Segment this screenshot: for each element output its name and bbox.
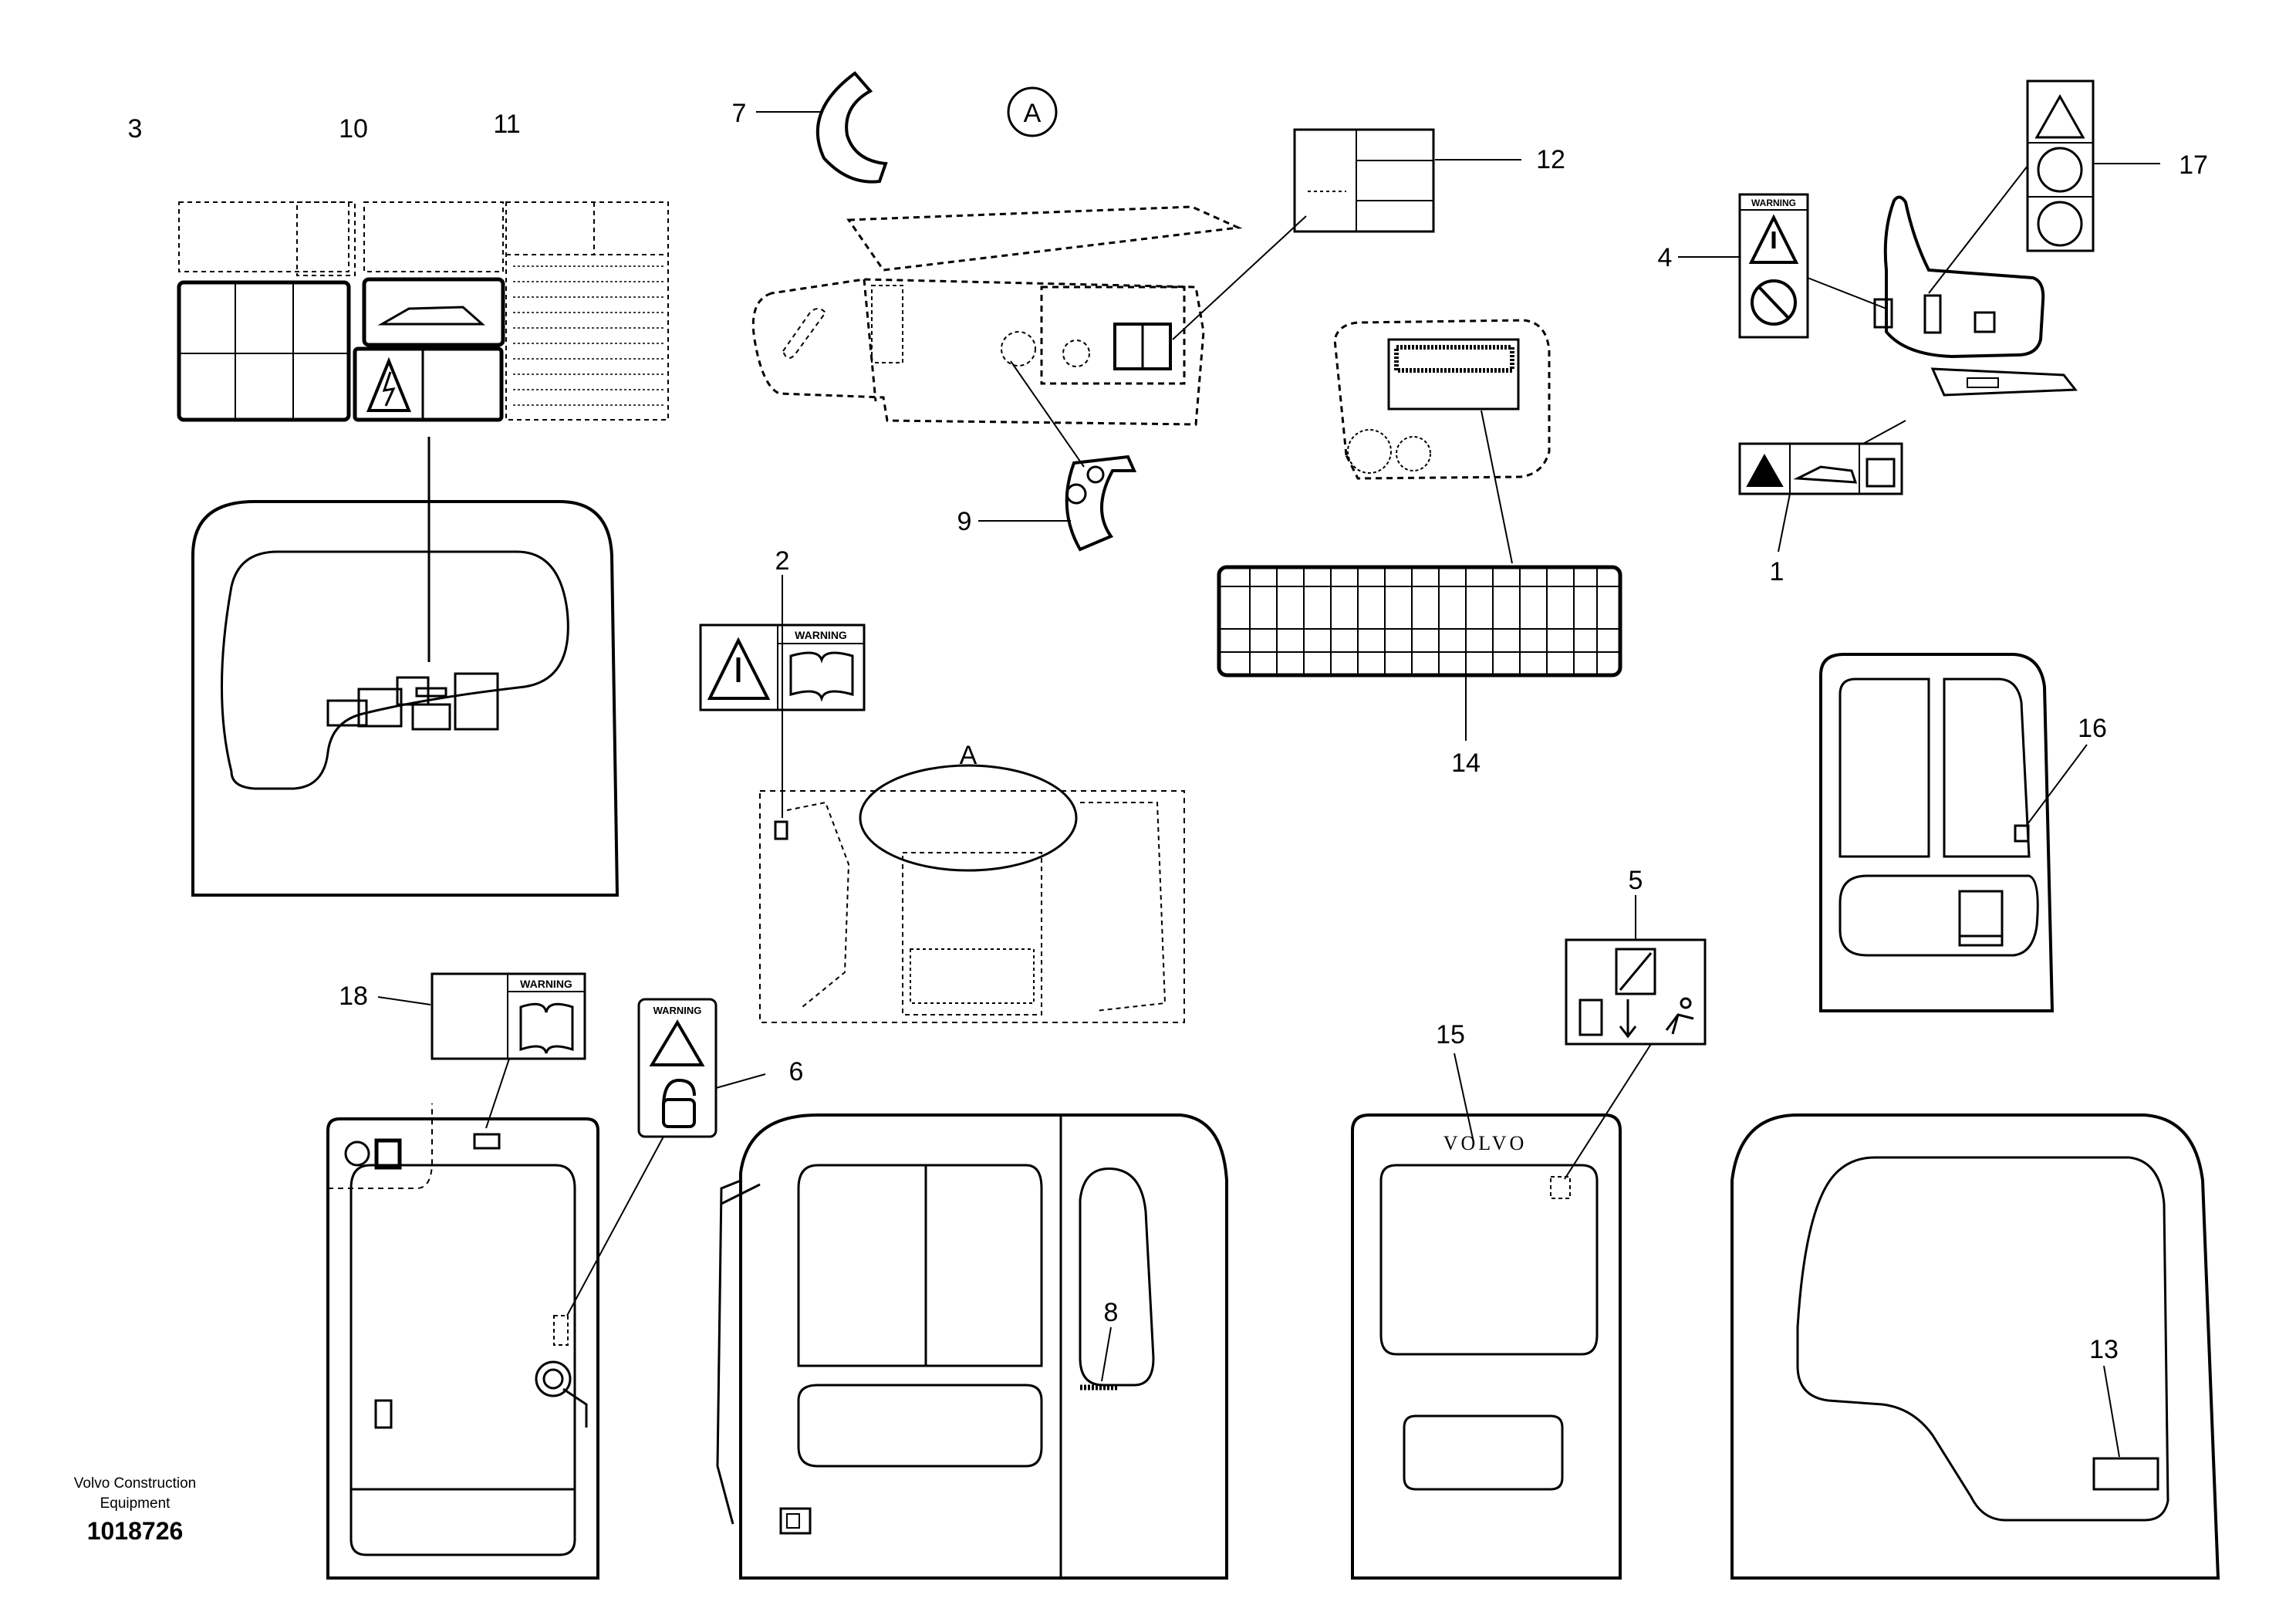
leader-line-13: [2103, 1365, 2120, 1458]
cab-front-view: [716, 1113, 1228, 1580]
callout-8: 8: [1104, 1298, 1119, 1327]
decal-1: [1738, 442, 1903, 495]
callout-14: 14: [1451, 748, 1481, 778]
callout-17: 17: [2179, 150, 2208, 180]
callout-11: 11: [493, 110, 520, 139]
view-marker-circle: [1007, 86, 1058, 137]
cab-rear-view: [1351, 1113, 1622, 1580]
company-credit: Volvo Construction Equipment: [73, 1475, 197, 1512]
decal-6: [637, 998, 718, 1138]
decal-12: [1293, 128, 1435, 233]
leader-line-18b: [485, 1058, 510, 1129]
leader-line-12b: [1172, 215, 1307, 340]
leader-line-15: [1454, 1053, 1474, 1143]
decal-17: [2026, 79, 2095, 252]
callout-16: 16: [2078, 714, 2107, 743]
joystick-assembly: [1873, 195, 2078, 397]
cab-side-view: [326, 1103, 599, 1580]
leader-line-14a: [1481, 410, 1513, 564]
instrument-panel: [1333, 319, 1551, 480]
leader-line-5b: [1564, 1043, 1652, 1180]
callout-9: 9: [957, 507, 972, 536]
leader-line-18: [377, 996, 431, 1005]
cab-door-view: [1730, 1113, 2220, 1580]
cab-view-left: [191, 500, 620, 897]
callout-6: 6: [789, 1057, 804, 1086]
part-7-cover: [816, 71, 888, 184]
leader-line-1b: [1862, 420, 1906, 444]
leader-line-9b: [1010, 360, 1085, 468]
decal-10: [362, 277, 505, 347]
warning-label-4: WARNING: [1751, 198, 1796, 208]
door-view: [1819, 653, 2055, 1012]
callout-3: 3: [128, 114, 143, 144]
callout-2: 2: [775, 546, 790, 576]
detail-a-label: A: [960, 741, 977, 770]
decal-cluster-top-left: [177, 201, 669, 422]
callout-1: 1: [1770, 557, 1784, 586]
callout-12: 12: [1536, 145, 1565, 174]
callout-15: 15: [1436, 1020, 1465, 1049]
callout-10: 10: [339, 114, 368, 144]
detail-a-ellipse: [859, 764, 1078, 872]
decal-14: [1217, 565, 1622, 678]
callout-13: 13: [2089, 1335, 2119, 1364]
warning-label-18: WARNING: [520, 978, 572, 990]
callout-4: 4: [1658, 243, 1673, 272]
leader-line-8: [1101, 1326, 1112, 1382]
decal-5: [1565, 938, 1707, 1046]
callout-18: 18: [339, 982, 368, 1011]
warning-label-2: WARNING: [795, 629, 847, 641]
decal-11: [353, 346, 504, 422]
leader-line-6b: [566, 1136, 664, 1316]
drawing-number: 1018726: [86, 1517, 184, 1545]
callout-7: 7: [732, 99, 747, 128]
cab-floor-plan: [759, 764, 1185, 1023]
volvo-brand-text: VOLVO: [1443, 1132, 1528, 1154]
leader-line-16: [2027, 744, 2088, 825]
warning-label-6: WARNING: [653, 1005, 702, 1016]
callout-5: 5: [1629, 866, 1643, 895]
console-view-a: [751, 71, 1243, 552]
view-marker-label: A: [1024, 99, 1042, 128]
leader-line-6: [715, 1073, 766, 1089]
leader-line-4b: [1807, 277, 1887, 309]
decal-3: [177, 280, 351, 422]
leader-line-1: [1778, 493, 1791, 552]
decal-4: [1738, 193, 1809, 339]
